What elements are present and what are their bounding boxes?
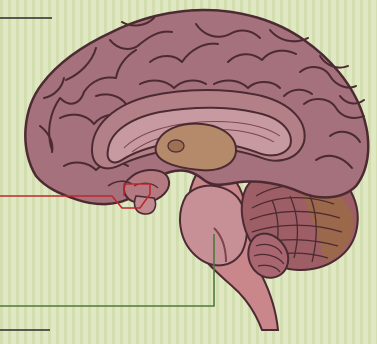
pituitary <box>134 196 155 214</box>
thalamus-nucleus <box>168 140 184 152</box>
